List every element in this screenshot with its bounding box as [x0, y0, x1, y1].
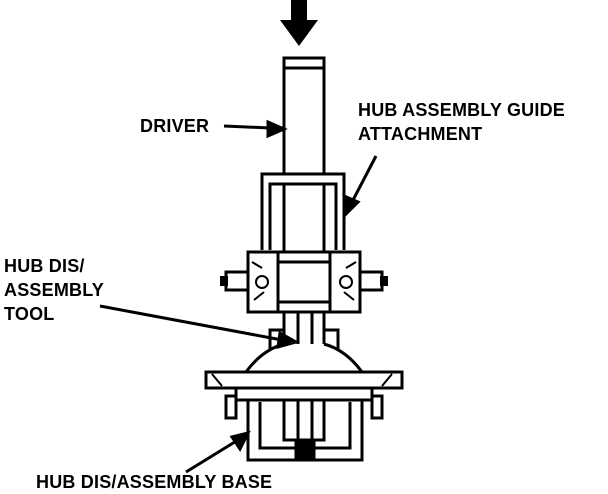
label-tool-line2: ASSEMBLY [4, 280, 104, 300]
label-tool-line1: HUB DIS/ [4, 256, 85, 276]
leader-lines [99, 119, 378, 474]
clamp-block [220, 250, 388, 314]
assembly-base [246, 400, 364, 462]
label-guide-line1: HUB ASSEMBLY GUIDE [358, 100, 565, 120]
guide-attachment [260, 172, 346, 252]
label-guide-line2: ATTACHMENT [358, 124, 483, 144]
label-tool-line3: TOOL [4, 304, 55, 324]
force-arrow [280, 0, 318, 46]
label-driver: DRIVER [140, 116, 210, 136]
driver-shaft [282, 56, 326, 176]
label-base: HUB DIS/ASSEMBLY BASE [36, 472, 273, 492]
